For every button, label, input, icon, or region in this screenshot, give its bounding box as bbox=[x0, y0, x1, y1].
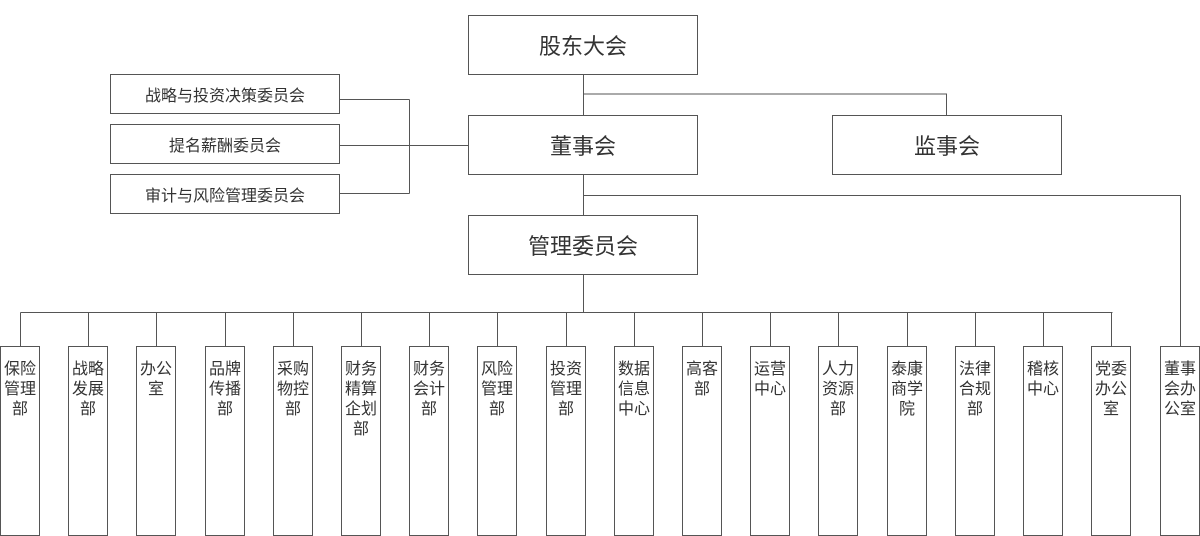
committee-audit-box: 审计与风险管理委员会 bbox=[110, 174, 340, 214]
supervisors-label: 监事会 bbox=[913, 135, 980, 160]
department-box: 办公室 bbox=[136, 346, 176, 536]
line-shareholders-supervisors bbox=[583, 93, 947, 115]
committee-audit-label: 审计与风险管理委员会 bbox=[144, 186, 305, 205]
department-box: 党委办公室 bbox=[1091, 346, 1131, 536]
department-box: 投资管理部 bbox=[546, 346, 586, 536]
board-office-box: 董事会办公室 bbox=[1160, 346, 1200, 536]
department-label: 办公室 bbox=[139, 359, 172, 398]
committee-strategy-box: 战略与投资决策委员会 bbox=[110, 74, 340, 114]
department-box: 运营中心 bbox=[750, 346, 790, 536]
department-label: 投资管理部 bbox=[549, 359, 582, 418]
department-box: 保险管理部 bbox=[0, 346, 40, 536]
department-box: 风险管理部 bbox=[477, 346, 517, 536]
department-label: 风险管理部 bbox=[480, 359, 513, 418]
department-label: 稽核中心 bbox=[1026, 359, 1059, 398]
department-label: 人力资源部 bbox=[821, 359, 854, 418]
department-label: 法律合规部 bbox=[958, 359, 991, 418]
department-box: 财务精算企划部 bbox=[341, 346, 381, 536]
department-box: 数据信息中心 bbox=[614, 346, 654, 536]
department-label: 财务精算企划部 bbox=[344, 359, 377, 438]
department-label: 采购物控部 bbox=[276, 359, 309, 418]
department-label: 品牌传播部 bbox=[208, 359, 241, 418]
committee-strategy-label: 战略与投资决策委员会 bbox=[144, 86, 305, 105]
department-box: 高客部 bbox=[682, 346, 722, 536]
department-label: 保险管理部 bbox=[3, 359, 36, 418]
committee-nomination-label: 提名薪酬委员会 bbox=[168, 136, 281, 155]
shareholders-meeting-box: 股东大会 bbox=[468, 15, 698, 75]
department-box: 人力资源部 bbox=[818, 346, 858, 536]
department-label: 财务会计部 bbox=[412, 359, 445, 418]
department-label: 运营中心 bbox=[753, 359, 786, 398]
committee-nomination-box: 提名薪酬委员会 bbox=[110, 124, 340, 164]
department-box: 品牌传播部 bbox=[205, 346, 245, 536]
department-box: 法律合规部 bbox=[955, 346, 995, 536]
department-label: 高客部 bbox=[685, 359, 718, 398]
board-box: 董事会 bbox=[468, 115, 698, 175]
department-label: 数据信息中心 bbox=[617, 359, 650, 418]
supervisors-box: 监事会 bbox=[832, 115, 1062, 175]
management-committee-box: 管理委员会 bbox=[468, 215, 698, 275]
department-box: 财务会计部 bbox=[409, 346, 449, 536]
department-label: 党委办公室 bbox=[1094, 359, 1127, 418]
board-office-label: 董事会办公室 bbox=[1163, 359, 1196, 418]
department-box: 战略发展部 bbox=[68, 346, 108, 536]
board-label: 董事会 bbox=[549, 135, 616, 160]
management-committee-label: 管理委员会 bbox=[527, 235, 638, 260]
department-box: 采购物控部 bbox=[273, 346, 313, 536]
department-box: 泰康商学院 bbox=[887, 346, 927, 536]
department-label: 泰康商学院 bbox=[890, 359, 923, 418]
line-board-office bbox=[583, 195, 1181, 346]
shareholders-meeting-label: 股东大会 bbox=[538, 35, 627, 60]
department-box: 稽核中心 bbox=[1023, 346, 1063, 536]
department-label: 战略发展部 bbox=[71, 359, 104, 418]
